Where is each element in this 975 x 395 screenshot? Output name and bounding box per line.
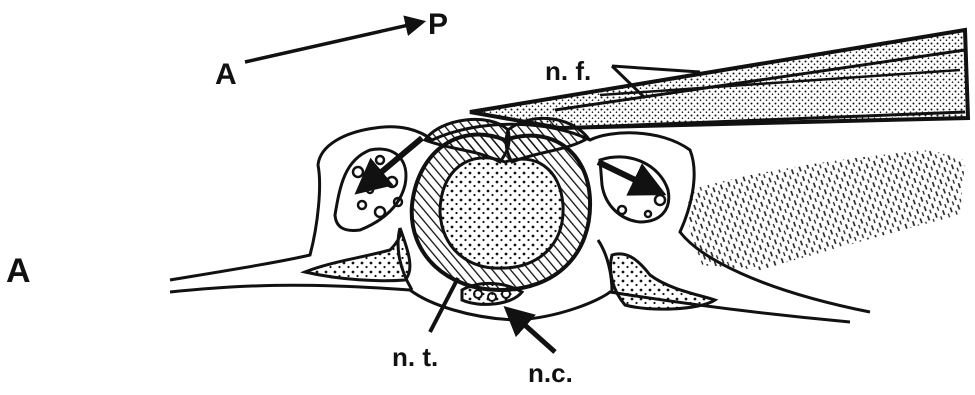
- left-migration-arrow: [360, 138, 422, 190]
- nt-pointer: [430, 278, 458, 332]
- left-mesoderm: [305, 228, 410, 281]
- right-cells: [618, 195, 665, 217]
- panel-label: A: [6, 252, 31, 290]
- right-inner-wall: [598, 240, 612, 292]
- neural-tube-label: n. t.: [392, 342, 438, 372]
- notochord-label: n.c.: [528, 358, 573, 388]
- posterior-label: P: [428, 8, 448, 41]
- somite-tissue: [688, 150, 965, 270]
- neural-tube: [412, 118, 590, 290]
- orientation-indicator: A P: [215, 8, 448, 91]
- neural-fold-label: n. f.: [545, 56, 591, 86]
- nf-pointer-2: [612, 66, 700, 72]
- anterior-label: A: [215, 58, 237, 91]
- orientation-arrow: [245, 22, 422, 62]
